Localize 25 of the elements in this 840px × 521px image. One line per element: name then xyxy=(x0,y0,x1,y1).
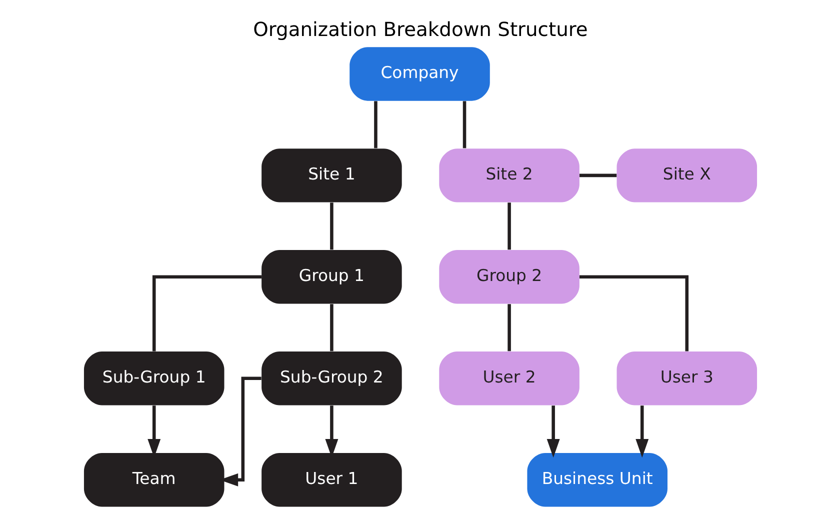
node-box: Group 2 xyxy=(438,250,579,304)
node-box: Team xyxy=(83,453,224,507)
connector xyxy=(462,101,466,148)
arrow xyxy=(635,406,648,458)
connector xyxy=(578,275,688,352)
connector xyxy=(507,304,510,352)
node-box: Site 1 xyxy=(261,148,402,202)
node-box: Business Unit xyxy=(526,453,667,507)
arrow xyxy=(546,406,560,458)
connector xyxy=(152,275,262,352)
node-box: Company xyxy=(349,47,490,101)
connector xyxy=(330,304,333,352)
connector xyxy=(507,202,510,250)
node-box: Sub-Group 1 xyxy=(83,352,224,406)
node-box: Group 1 xyxy=(261,250,402,304)
node-box: User 1 xyxy=(261,453,402,507)
connector xyxy=(330,202,333,250)
diagram-title: Organization Breakdown Structure xyxy=(252,18,588,41)
node-box: User 2 xyxy=(438,352,579,406)
node-box: User 3 xyxy=(616,352,757,406)
connector xyxy=(374,101,377,148)
connector xyxy=(578,174,616,178)
node-box: Site 2 xyxy=(438,148,579,202)
node-box: Site X xyxy=(616,148,757,202)
node-box: Sub-Group 2 xyxy=(261,352,402,406)
